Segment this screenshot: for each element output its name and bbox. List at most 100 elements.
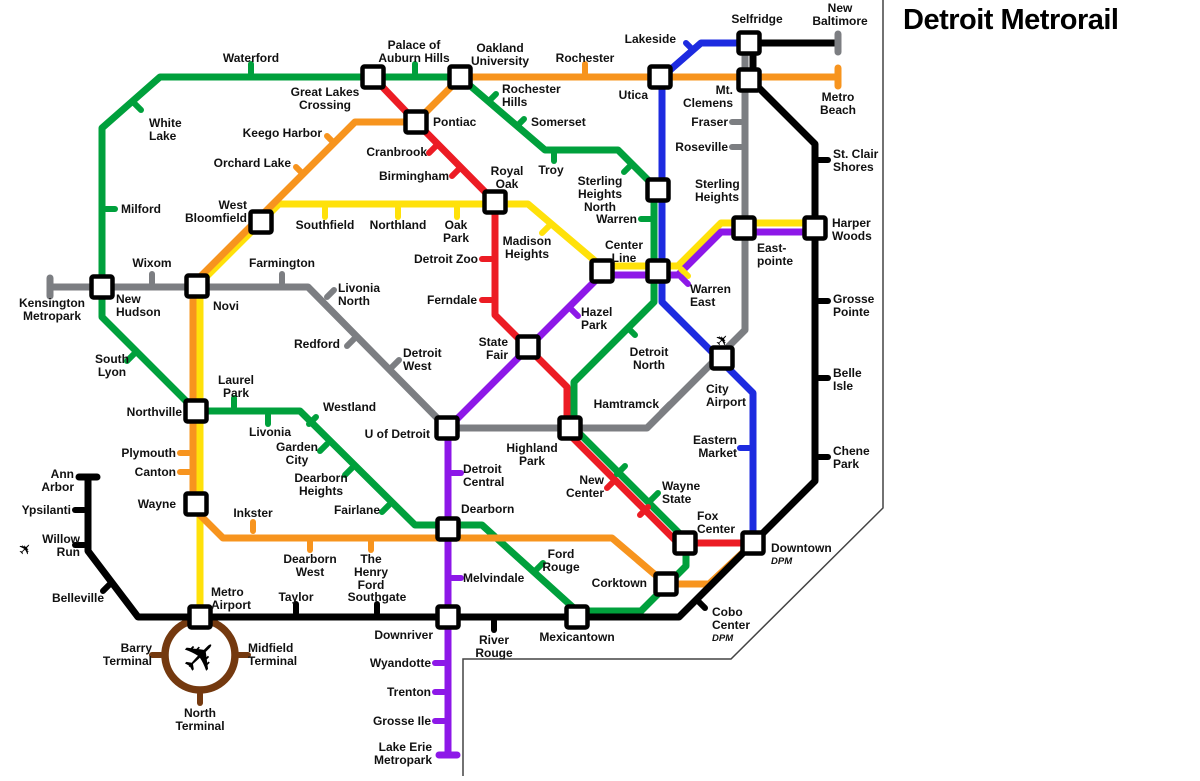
tick-cranbrook (426, 143, 439, 156)
station-square-harper-woods (802, 215, 828, 241)
station-square-mexicantown (564, 604, 590, 630)
tick-detroit-west (389, 357, 402, 370)
station-square-mt-clemens (736, 67, 762, 93)
station-square-state-fair (515, 334, 541, 360)
station-square-dearborn (435, 516, 461, 542)
label-melvindale: Melvindale (463, 571, 525, 585)
label-redford: Redford (294, 337, 340, 351)
label-orchard-lake: Orchard Lake (214, 156, 292, 170)
station-square-corktown (653, 571, 679, 597)
map-border (462, 0, 884, 776)
gray-line (50, 43, 749, 432)
tick-redford (344, 335, 358, 349)
label-hamtramck: Hamtramck (594, 397, 660, 411)
tick-belleville (100, 581, 113, 594)
tick-hazel-park (568, 306, 581, 319)
label-northville: Northville (127, 405, 183, 419)
tick-cobo-center (694, 597, 708, 611)
station-square-west-bloomfield (248, 209, 274, 235)
label-belleville: Belleville (52, 591, 104, 605)
station-square-oakland-university (447, 64, 473, 90)
label-downtown: Downtown (771, 541, 832, 555)
label-utica: Utica (619, 88, 649, 102)
label-ferndale: Ferndale (427, 293, 477, 307)
tick-garden-city (317, 441, 330, 454)
label-waterford: Waterford (223, 51, 279, 65)
tick-rochester-hills (486, 91, 499, 104)
tick-orchard-lake (293, 164, 306, 177)
label-roseville: Roseville (675, 140, 728, 154)
label-selfridge: Selfridge (731, 12, 783, 26)
tick-new-center-green (614, 463, 628, 477)
tick-livonia-north (324, 287, 337, 300)
label-westland: Westland (323, 400, 376, 414)
tick-hamtramck (659, 401, 673, 415)
station-square-center-line (645, 258, 671, 284)
tick-white-lake (131, 100, 144, 113)
station-square-fox-center (672, 530, 698, 556)
station-square-northville (183, 398, 209, 424)
label-inkster: Inkster (233, 506, 273, 520)
tick-wayne-state-green (647, 490, 661, 504)
tick-sterling-heights-north (621, 162, 634, 175)
label-plymouth: Plymouth (121, 446, 176, 460)
label-farmington: Farmington (249, 256, 315, 270)
station-square-utica (647, 64, 673, 90)
label-wixom: Wixom (132, 256, 171, 270)
label-lakeside: Lakeside (625, 32, 677, 46)
tick-madison-heights (539, 223, 552, 236)
station-square-city-airport (709, 345, 735, 371)
station-square-highland-park (557, 415, 583, 441)
label-novi: Novi (213, 299, 239, 313)
station-square-great-lakes-crossing (360, 64, 386, 90)
tick-ford-rouge (533, 560, 546, 573)
map-title: Detroit Metrorail (903, 4, 1119, 36)
station-square-downriver (435, 604, 461, 630)
tick-birmingham (449, 166, 462, 179)
label-downtown-dpm: DPM (771, 556, 793, 567)
label-northland: Northland (370, 218, 427, 232)
station-square-u-of-detroit (434, 415, 460, 441)
label-cranbrook: Cranbrook (366, 145, 427, 159)
label-birmingham: Birmingham (379, 169, 449, 183)
label-southfield: Southfield (296, 218, 355, 232)
label-corktown: Corktown (592, 576, 647, 590)
label-fairlane: Fairlane (334, 503, 380, 517)
label-rochester: Rochester (556, 51, 615, 65)
station-square-wayne (183, 491, 209, 517)
tick-somerset (514, 116, 527, 129)
label-trenton: Trenton (387, 685, 431, 699)
